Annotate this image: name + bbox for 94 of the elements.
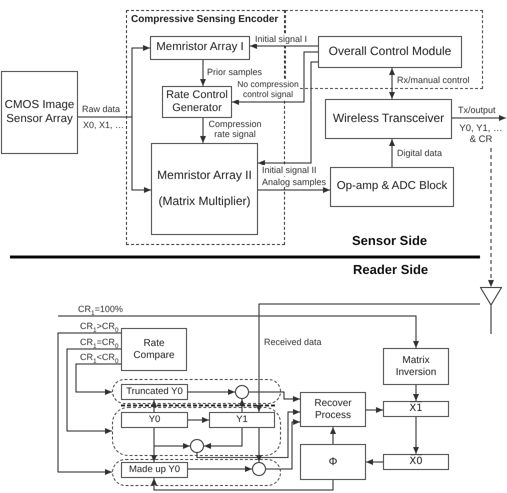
box-label: Truncated Y0 [126, 386, 183, 398]
process-box [150, 36, 250, 60]
box-label: Wireless Transceiver [332, 112, 444, 126]
arrow [258, 62, 318, 166]
process-box [325, 99, 452, 139]
signal-label: Y0, Y1, … & CR [456, 118, 506, 148]
process-box [121, 462, 188, 478]
summing-circle [235, 385, 249, 399]
arrow [154, 428, 190, 449]
box-label: Y0 [148, 414, 160, 426]
edge-label: CR$_{1}$=100% [78, 304, 123, 314]
box-label: Recover Process [313, 398, 353, 421]
box-label: Memristor Array II [157, 169, 252, 183]
edge-label: CR$_{1}$<CR$_{0}$ [80, 352, 118, 362]
group-title: Compressive Sensing Encoder [131, 14, 278, 26]
edge-label: Analog samples [262, 177, 326, 188]
box-label: Memristor Array I [156, 41, 244, 55]
dashed-group-outline [112, 379, 281, 404]
edge-label: Digital data [397, 148, 442, 158]
box-label: Φ [328, 456, 338, 468]
arrow [248, 392, 300, 402]
process-box [300, 392, 366, 427]
arrow [366, 459, 384, 465]
dashed-group-outline [112, 459, 281, 486]
box-label: Made up Y0 [128, 464, 180, 476]
arrow [330, 426, 336, 444]
box-label: CMOS Image Sensor Array [4, 99, 75, 126]
arrow [58, 332, 122, 475]
dashed-arrow [488, 148, 494, 288]
box-label: Matrix Inversion [394, 355, 438, 378]
arrow [266, 419, 300, 470]
arrow [413, 384, 419, 402]
box-label: Rate Compare [132, 338, 176, 361]
edge-label: No compression control signal [236, 80, 300, 100]
arrow [76, 364, 122, 395]
process-box [121, 384, 188, 400]
box-label: X̅1̅ [409, 403, 423, 415]
process-box [300, 444, 366, 480]
process-box [330, 167, 454, 207]
arrow [188, 466, 252, 472]
box-label: Overall Control Module [328, 45, 452, 59]
process-box [383, 454, 449, 470]
edge-label: Compression rate signal [207, 119, 263, 140]
edge-label: Initial signal I [255, 34, 308, 44]
antenna-symbol [480, 287, 502, 334]
arrow [256, 304, 480, 412]
summing-circle [252, 462, 266, 476]
arrow [389, 138, 395, 168]
arrow [256, 428, 262, 462]
arrow [204, 428, 242, 449]
process-box [121, 412, 188, 428]
edge-label: Received data [264, 337, 322, 348]
process-box [151, 143, 258, 235]
arrow [200, 60, 206, 86]
edge-label: Raw data [82, 104, 120, 114]
arrow [78, 116, 152, 193]
edge-label: Initial signal II [262, 165, 317, 176]
arrow [200, 118, 206, 144]
dashed-group-outline [112, 407, 281, 456]
process-box [383, 348, 449, 385]
process-box [318, 36, 462, 68]
arrow [452, 115, 506, 121]
box-label: Y1 [236, 414, 248, 426]
box-label: Op-amp & ADC Block [336, 180, 448, 194]
edge-label: CR$_{1}$=CR$_{0}$ [80, 337, 118, 348]
arrow [413, 416, 419, 454]
edge-label: Rx/manual control [397, 75, 470, 86]
arrow [188, 389, 236, 395]
arrow [196, 409, 300, 458]
edge-label: X0, X1, … [83, 120, 124, 130]
edge-label: CR$_{1}$>CR$_{0}$ [80, 321, 118, 332]
summing-circle [190, 439, 204, 453]
edge-label: Prior samples [207, 67, 262, 78]
process-box [383, 401, 449, 417]
edge-label: Tx/output [458, 105, 496, 116]
arrow [188, 417, 210, 423]
arrow [239, 398, 245, 412]
arrow [232, 52, 318, 105]
section-title: Reader Side [353, 262, 428, 277]
arrow [366, 407, 384, 413]
process-box [121, 328, 187, 371]
section-title: Sensor Side [352, 233, 428, 248]
arrow [151, 400, 157, 412]
arrow [66, 348, 122, 434]
box-label: Rate Control Generator [165, 89, 229, 115]
arrow [258, 187, 330, 193]
box-label: X̅0̅ [409, 456, 423, 468]
box-label: (Matrix Multiplier) [158, 195, 250, 209]
double-arrow [389, 68, 395, 100]
arrow [151, 478, 334, 490]
process-box [1, 71, 78, 154]
process-box [209, 412, 275, 428]
arrow [250, 43, 318, 49]
arrow [58, 316, 419, 348]
